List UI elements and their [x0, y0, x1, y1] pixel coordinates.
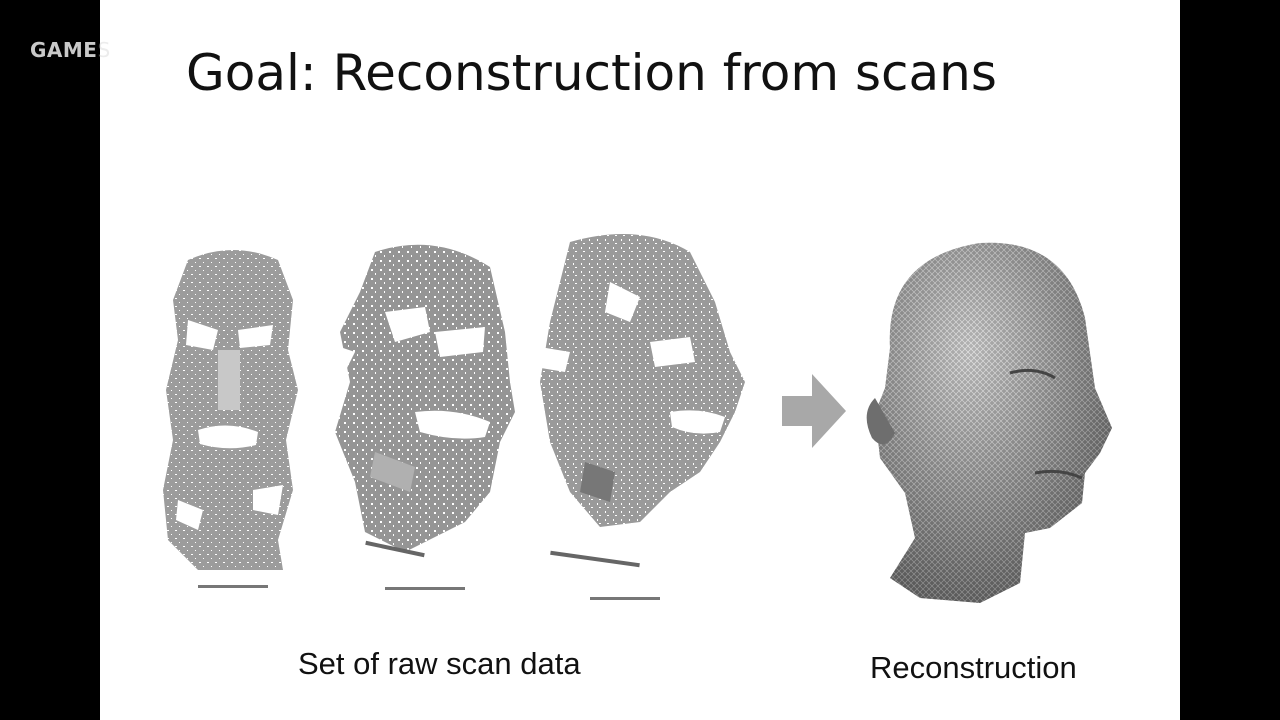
raw-scan-front	[163, 250, 298, 588]
watermark-faded-text: S	[97, 38, 111, 62]
caption-reconstruction: Reconstruction	[870, 650, 1077, 685]
channel-watermark: GAMES	[30, 38, 111, 62]
right-arrow-icon	[782, 374, 846, 448]
caption-raw-scan-data: Set of raw scan data	[298, 646, 581, 681]
watermark-text: GAME	[30, 38, 98, 62]
reconstructed-head-mesh	[866, 242, 1112, 604]
raw-scan-three-quarter	[320, 244, 515, 590]
raw-scan-profile	[535, 234, 745, 600]
presentation-slide: Goal: Reconstruction from scans	[100, 0, 1180, 720]
slide-title: Goal: Reconstruction from scans	[186, 44, 997, 102]
